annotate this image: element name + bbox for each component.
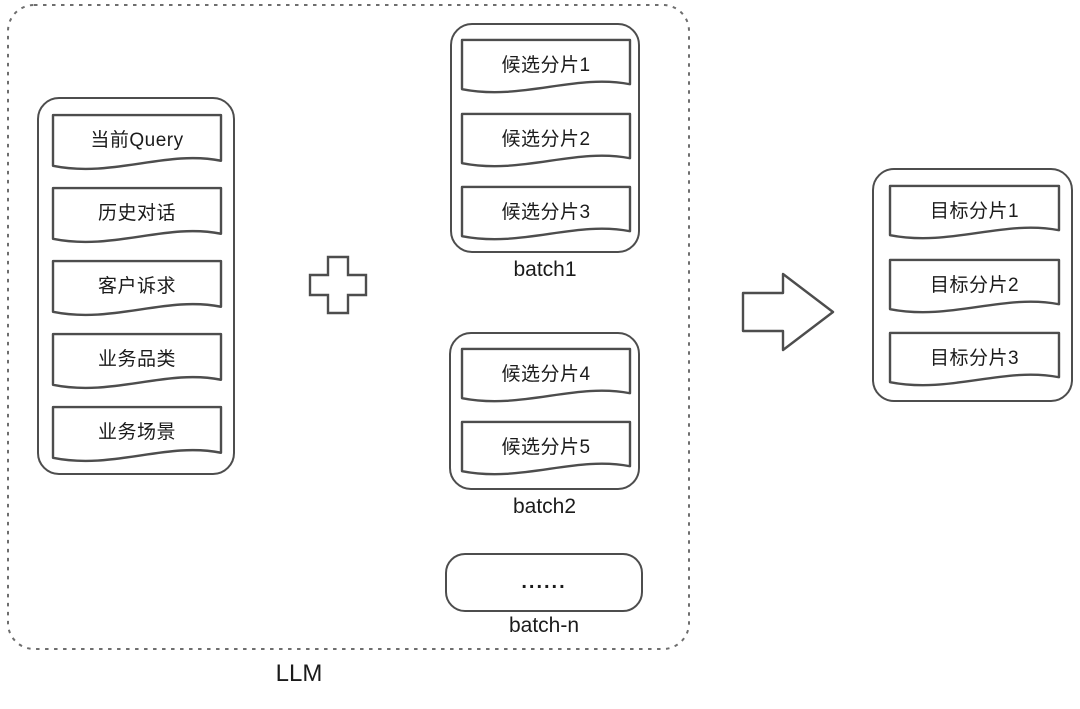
llm-label: LLM xyxy=(275,660,323,687)
document-outline-icon xyxy=(51,113,223,171)
document-shape: 目标分片1 xyxy=(888,184,1061,245)
document-label: 目标分片3 xyxy=(929,348,1020,369)
document-outline-icon xyxy=(51,405,223,463)
document-outline-icon xyxy=(51,186,223,244)
document-outline-icon xyxy=(460,347,632,403)
document-outline-icon xyxy=(888,331,1061,387)
document-shape: 目标分片2 xyxy=(888,258,1061,319)
arrow-right-icon xyxy=(741,272,835,352)
batch2-panel: 候选分片4 候选分片5 xyxy=(449,332,640,490)
document-label: 候选分片2 xyxy=(501,129,591,150)
batch1-label: batch1 xyxy=(513,258,577,281)
document-shape: 业务品类 xyxy=(51,332,223,395)
document-outline-icon xyxy=(460,185,632,241)
document-shape: 候选分片2 xyxy=(460,112,632,173)
document-outline-icon xyxy=(460,38,632,94)
document-shape: 候选分片5 xyxy=(460,420,632,481)
document-label: 候选分片4 xyxy=(501,364,591,385)
plus-icon xyxy=(308,255,368,315)
document-label: 业务场景 xyxy=(97,422,176,443)
batch-n-panel: ...... xyxy=(445,553,643,612)
document-label: 候选分片1 xyxy=(501,55,591,76)
context-panel: 当前Query 历史对话 客户诉求 业务品类 业务场景 xyxy=(37,97,235,475)
document-outline-icon xyxy=(51,259,223,317)
document-shape: 当前Query xyxy=(51,113,223,176)
document-shape: 客户诉求 xyxy=(51,259,223,322)
target-panel: 目标分片1 目标分片2 目标分片3 xyxy=(872,168,1073,402)
document-shape: 业务场景 xyxy=(51,405,223,468)
document-label: 当前Query xyxy=(90,130,184,151)
document-label: 目标分片2 xyxy=(929,275,1020,296)
document-label: 客户诉求 xyxy=(97,276,176,297)
document-shape: 历史对话 xyxy=(51,186,223,249)
batch-n-label: batch-n xyxy=(508,614,580,637)
document-outline-icon xyxy=(460,420,632,476)
document-outline-icon xyxy=(888,258,1061,314)
document-shape: 候选分片1 xyxy=(460,38,632,99)
document-label: 业务品类 xyxy=(97,349,176,370)
document-shape: 候选分片3 xyxy=(460,185,632,246)
document-label: 候选分片5 xyxy=(501,437,591,458)
batch-n-ellipsis: ...... xyxy=(521,571,567,593)
document-label: 目标分片1 xyxy=(929,201,1020,222)
document-outline-icon xyxy=(460,112,632,168)
document-label: 候选分片3 xyxy=(501,202,591,223)
batch1-panel: 候选分片1 候选分片2 候选分片3 xyxy=(450,23,640,253)
document-outline-icon xyxy=(888,184,1061,240)
document-outline-icon xyxy=(51,332,223,390)
batch2-label: batch2 xyxy=(512,495,577,518)
document-label: 历史对话 xyxy=(97,203,176,224)
document-shape: 候选分片4 xyxy=(460,347,632,408)
document-shape: 目标分片3 xyxy=(888,331,1061,392)
